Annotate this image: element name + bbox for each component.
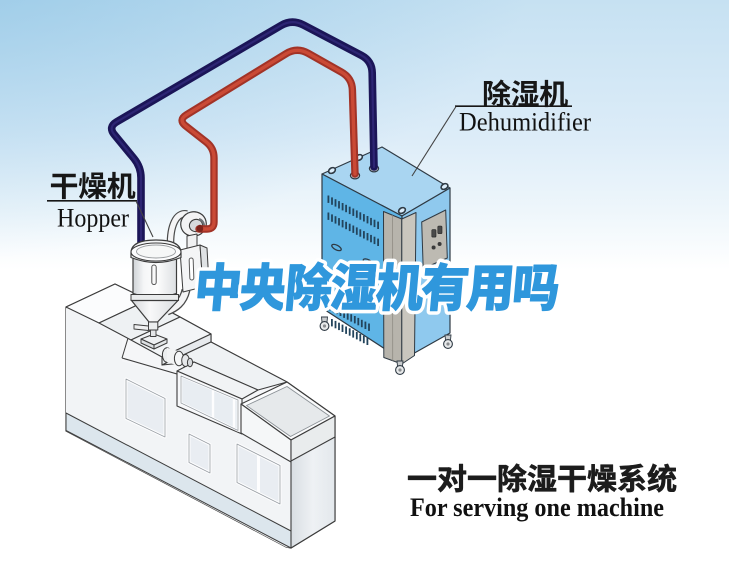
svg-text:Hopper: Hopper bbox=[57, 203, 129, 233]
svg-text:Dehumidifier: Dehumidifier bbox=[459, 108, 591, 137]
svg-text:For serving one machine: For serving one machine bbox=[410, 493, 664, 522]
